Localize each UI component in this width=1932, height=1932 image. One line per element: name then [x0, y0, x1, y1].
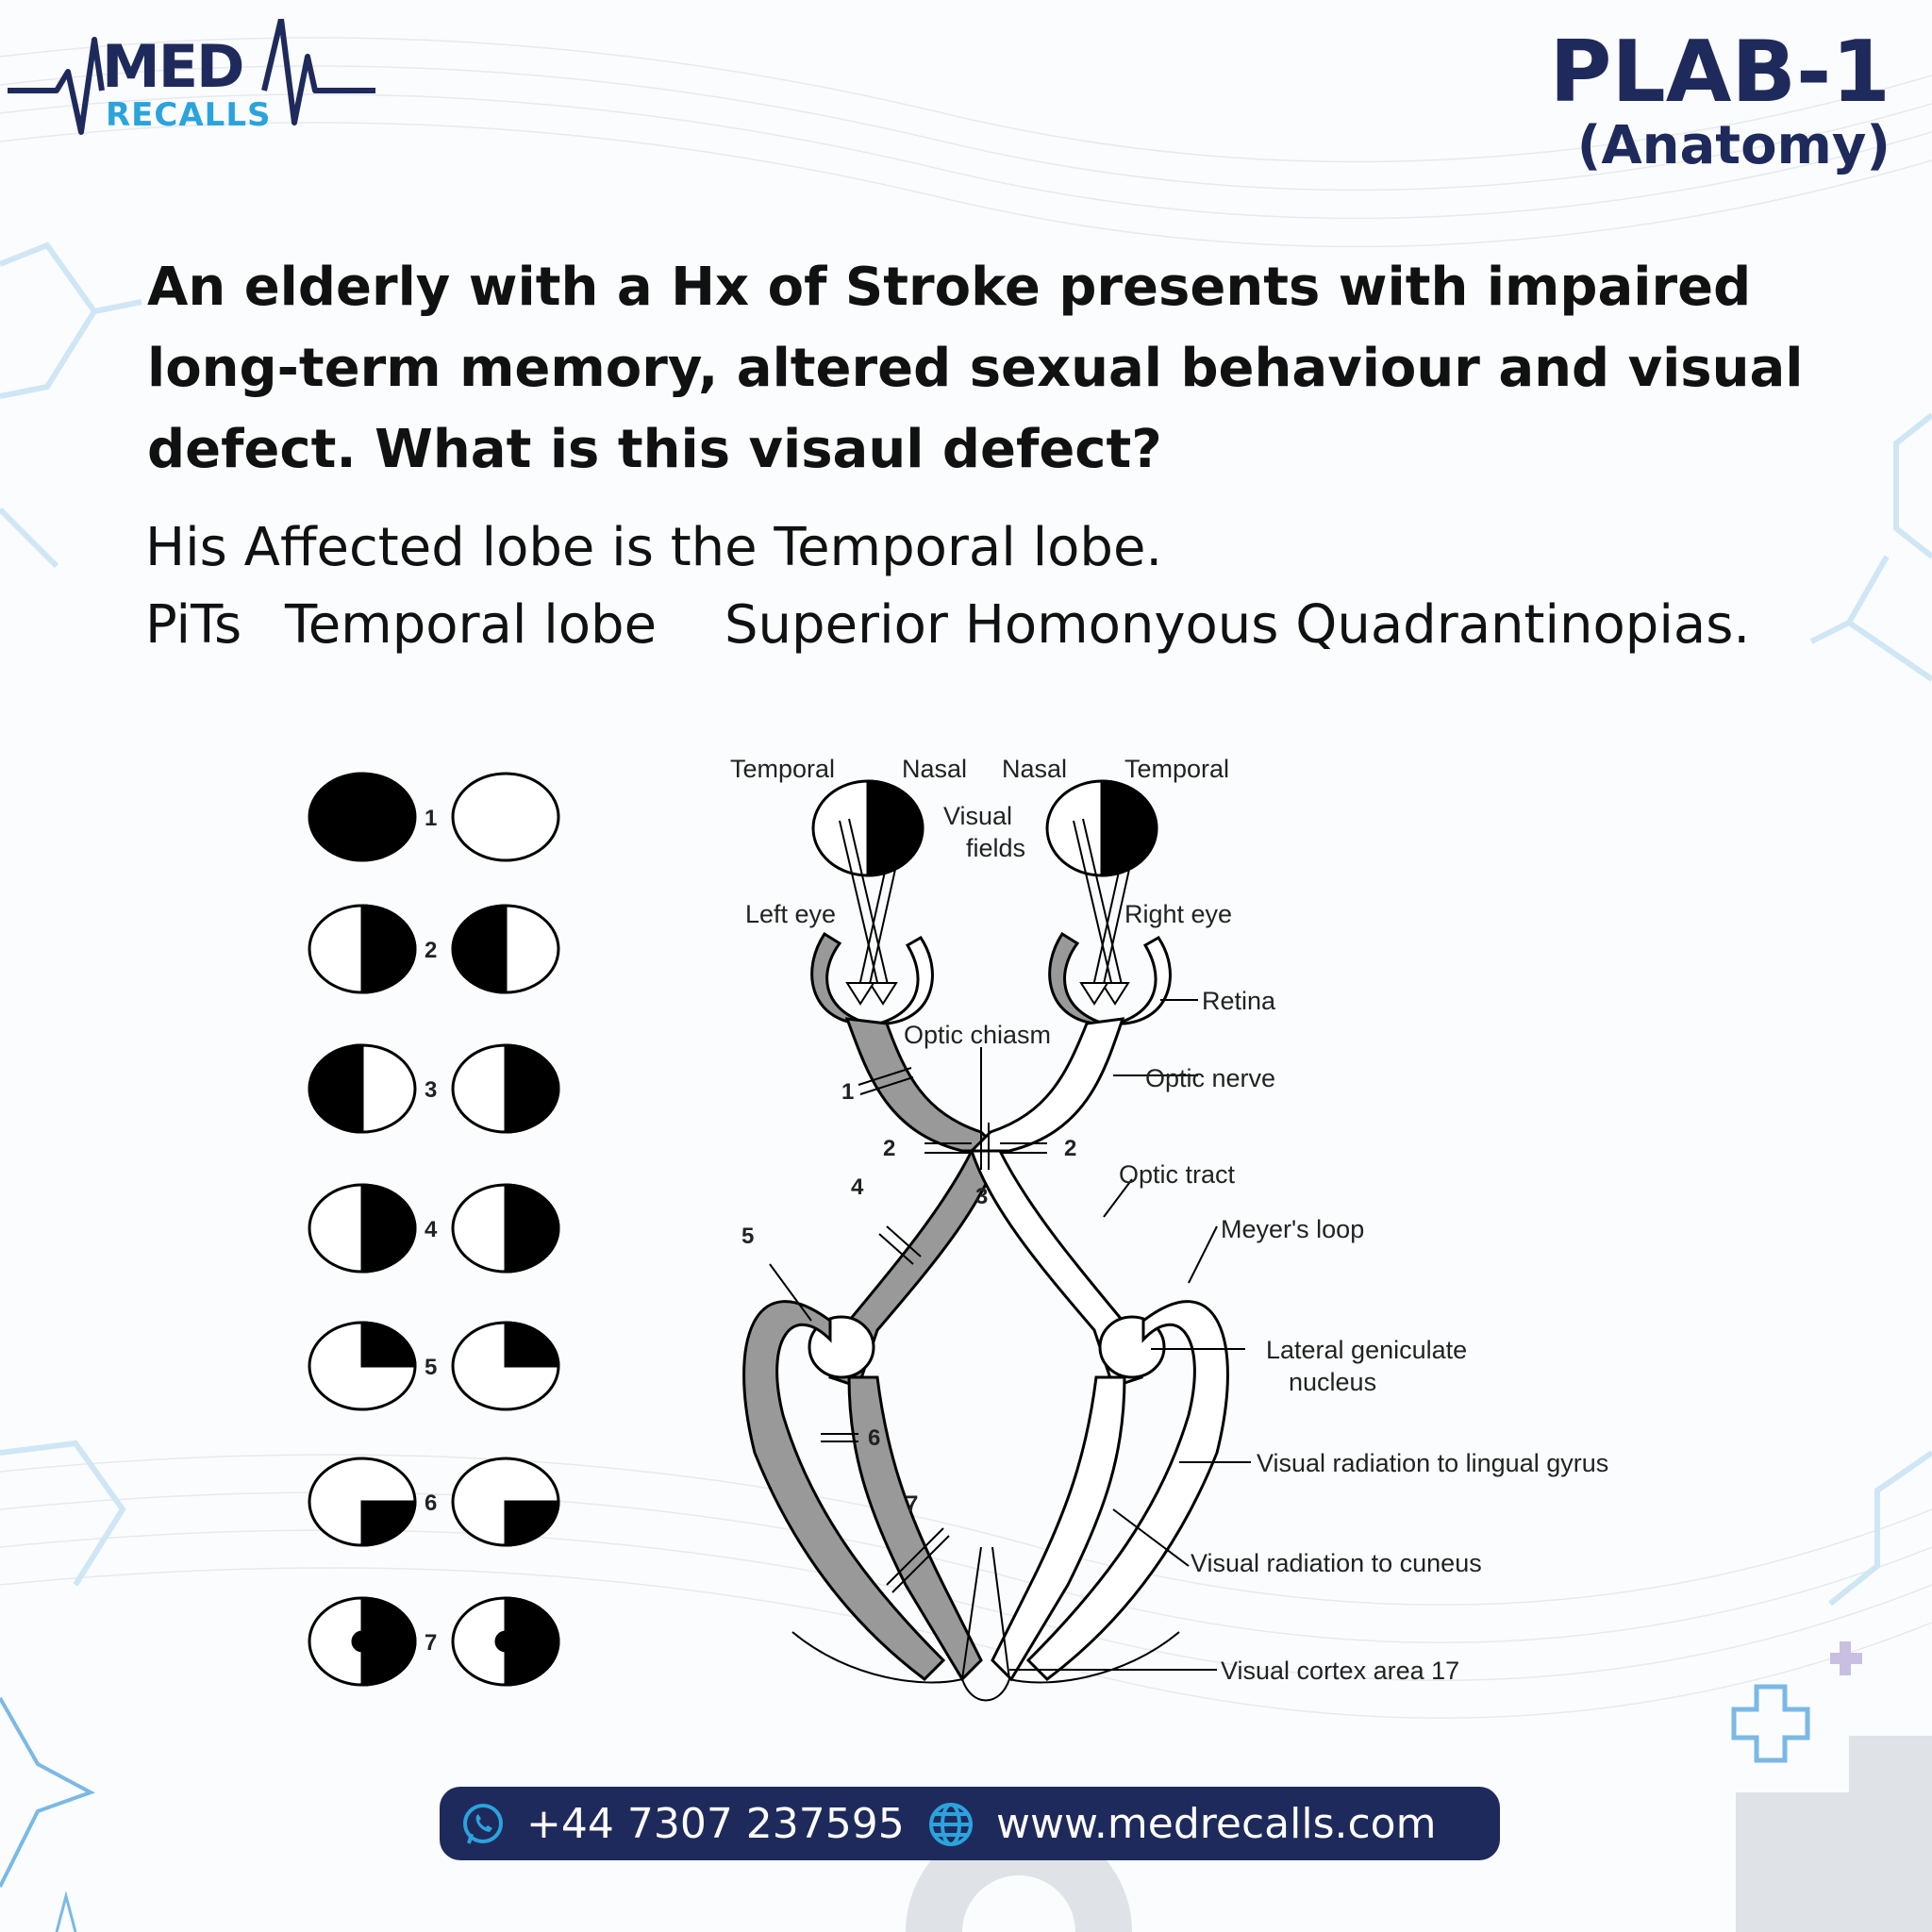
lesion-markers: [769, 1067, 1047, 1593]
logo-recalls-text: RECALLS: [106, 96, 272, 134]
label-visual-cortex: Visual cortex area 17: [1221, 1657, 1459, 1685]
lesion-number-5: 5: [741, 1224, 754, 1249]
lesion-number-1: 1: [841, 1079, 854, 1105]
label-radiation-lingual: Visual radiation to lingual gyrus: [1257, 1449, 1608, 1477]
left-eye-retina: [810, 931, 934, 1025]
field-number-3: 3: [425, 1077, 437, 1103]
answer-defect: Superior Homonyous Quadrantinopias.: [724, 594, 1751, 656]
left-radiations: [742, 1300, 983, 1682]
label-temporal-right: Temporal: [1124, 755, 1229, 783]
label-radiation-cuneus: Visual radiation to cuneus: [1191, 1549, 1482, 1577]
field-7-right: [451, 1596, 560, 1687]
field-5-right: [451, 1321, 560, 1411]
plus-small-icon: [1830, 1641, 1862, 1675]
globe-icon: [929, 1803, 973, 1846]
field-number-1: 1: [425, 806, 437, 831]
logo-med-text: MED: [102, 32, 245, 101]
field-1-right: [451, 772, 560, 862]
label-lgn-2: nucleus: [1289, 1368, 1376, 1396]
answer-lobe: Temporal lobe: [285, 594, 658, 656]
lesion-number-7: 7: [906, 1491, 918, 1517]
page-subtitle: (Anatomy): [1576, 115, 1890, 176]
field-number-4: 4: [425, 1217, 438, 1242]
label-meyers-loop: Meyer's loop: [1221, 1215, 1364, 1243]
lesion-number-3: 3: [975, 1184, 988, 1209]
label-left-eye: Left eye: [745, 900, 836, 928]
left-eye-field: [811, 779, 924, 877]
field-1-left: [308, 772, 417, 862]
field-3-right: [451, 1043, 560, 1134]
field-6-left: [308, 1457, 417, 1547]
contact-bar: +44 7307 237595 www.medrecalls.com: [440, 1787, 1500, 1860]
field-6-right: [451, 1457, 560, 1547]
label-optic-chiasm: Optic chiasm: [904, 1021, 1051, 1049]
logo-heartbeat-icon: [8, 19, 375, 135]
whatsapp-icon: [463, 1804, 503, 1844]
label-retina: Retina: [1202, 987, 1276, 1015]
field-number-7: 7: [425, 1630, 437, 1656]
plus-outline-icon: [1731, 1684, 1810, 1763]
occipital-cortex: [791, 1546, 1180, 1684]
lesion-number-6: 6: [868, 1425, 880, 1451]
field-number-5: 5: [425, 1355, 437, 1380]
label-visual-fields-1: Visual: [943, 802, 1012, 830]
field-2-right: [451, 904, 560, 994]
visual-pathway-diagram: 1 2 3 4 5 6 7: [308, 755, 1608, 1702]
label-lgn-1: Lateral geniculate: [1266, 1336, 1467, 1364]
label-optic-nerve: Optic nerve: [1145, 1064, 1275, 1092]
label-nasal-left: Nasal: [902, 755, 967, 783]
field-defects: [308, 772, 560, 1687]
field-2-left: [308, 904, 417, 994]
field-number-2: 2: [425, 938, 437, 963]
website-link[interactable]: www.medrecalls.com: [996, 1800, 1437, 1848]
lesion-number-4: 4: [851, 1174, 864, 1200]
right-eye-field: [1045, 779, 1158, 877]
field-4-left: [308, 1183, 417, 1274]
lesion-number-2-right: 2: [1064, 1136, 1076, 1161]
right-radiations: [991, 1300, 1229, 1682]
field-5-left: [308, 1321, 417, 1411]
label-nasal-right: Nasal: [1002, 755, 1067, 783]
page-title: PLAB-1: [1549, 23, 1890, 122]
label-right-eye: Right eye: [1124, 900, 1232, 928]
label-visual-fields-2: fields: [966, 834, 1025, 862]
field-3-left: [308, 1043, 417, 1134]
answer-line-1: His Affected lobe is the Temporal lobe.: [145, 517, 1163, 578]
field-number-6: 6: [425, 1491, 437, 1516]
field-7-left: [308, 1596, 417, 1687]
label-optic-tract: Optic tract: [1119, 1160, 1236, 1189]
phone-number[interactable]: +44 7307 237595: [526, 1800, 905, 1848]
question-text: An elderly with a Hx of Stroke presents …: [147, 257, 1804, 480]
field-4-right: [451, 1183, 560, 1274]
answer-pits: PiTs: [145, 594, 242, 656]
lesion-number-2-left: 2: [883, 1136, 895, 1161]
label-temporal-left: Temporal: [730, 755, 835, 783]
